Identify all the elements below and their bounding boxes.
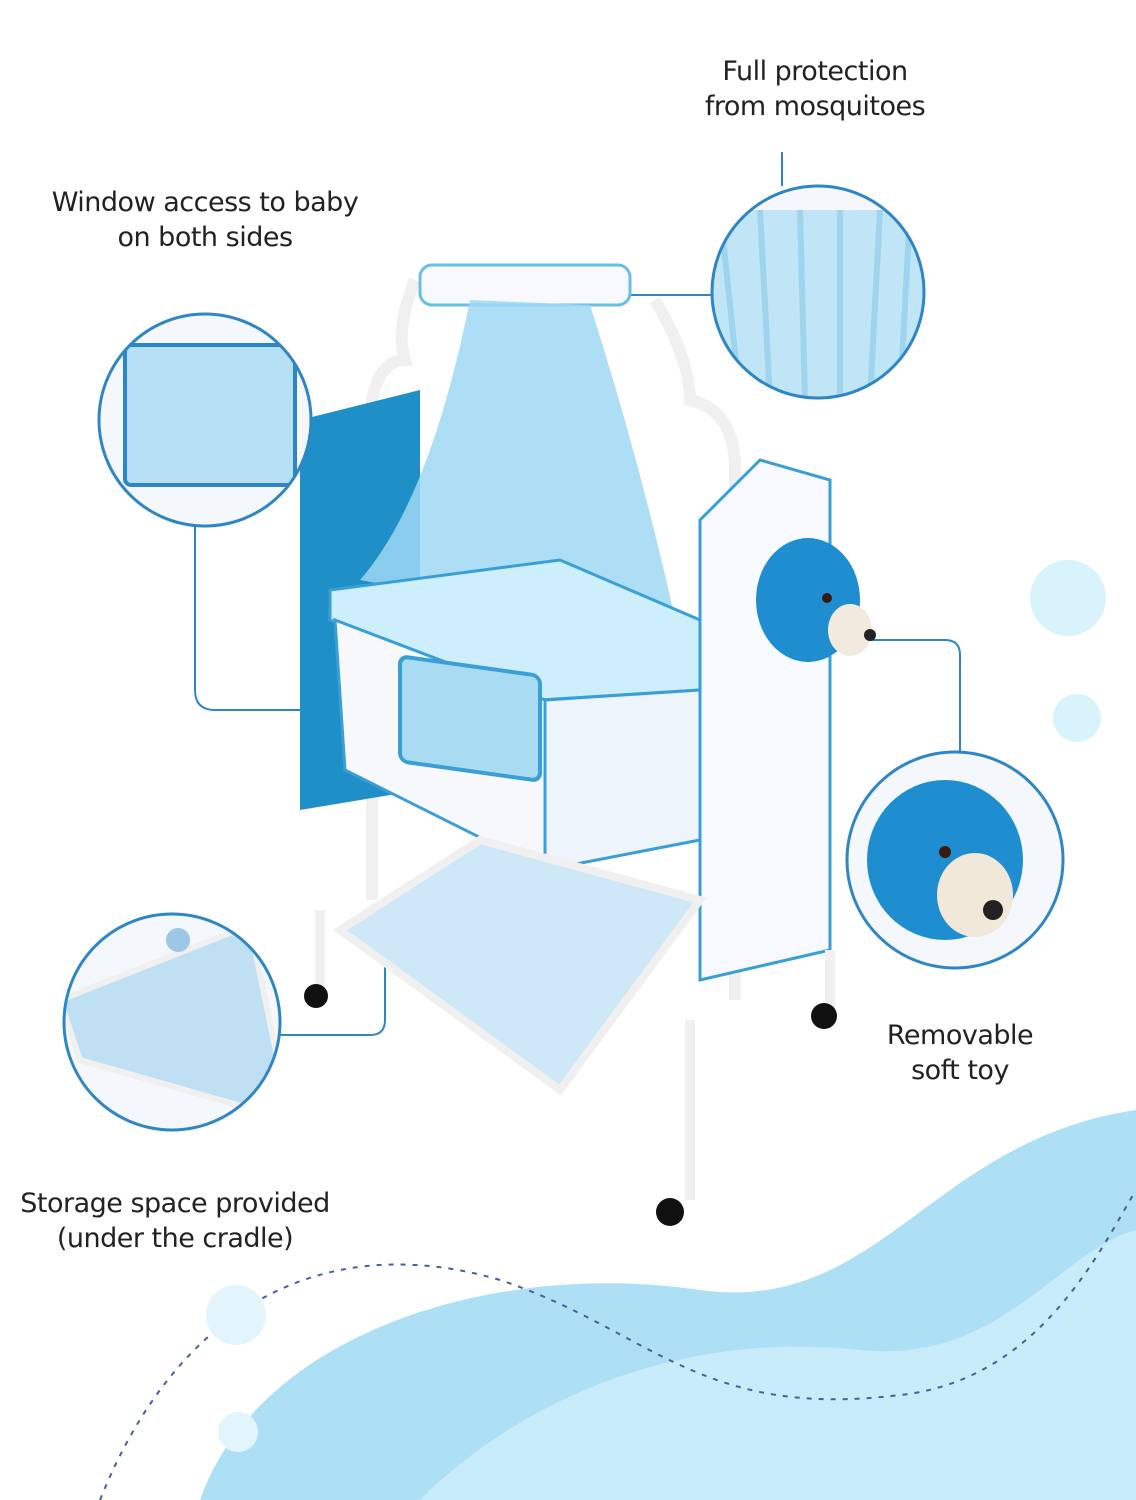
label-line: Removable — [886, 1020, 1034, 1051]
feature-label-storage: Storage space provided (under the cradle… — [20, 1186, 330, 1256]
label-line: on both sides — [117, 222, 293, 253]
bubble — [218, 1412, 258, 1452]
label-line: Storage space provided — [20, 1188, 330, 1219]
wave-front — [420, 1230, 1136, 1500]
bubble — [206, 1285, 266, 1345]
bubble — [1053, 694, 1101, 742]
cradle-illustration — [300, 263, 876, 1226]
zoom-circle-window — [97, 312, 313, 528]
bubble — [1030, 560, 1106, 636]
label-line: Window access to baby — [51, 187, 359, 218]
label-line: from mosquitoes — [704, 91, 926, 122]
zoom-circle-storage — [62, 912, 282, 1132]
zoom-circle-mosquito-net — [710, 184, 926, 400]
label-line: Full protection — [722, 56, 908, 87]
feature-label-window: Window access to baby on both sides — [40, 185, 370, 255]
feature-label-mosquito: Full protection from mosquitoes — [690, 54, 940, 124]
feature-label-toy: Removable soft toy — [860, 1018, 1060, 1088]
zoom-circle-toy — [845, 750, 1065, 970]
label-line: (under the cradle) — [56, 1223, 294, 1254]
callout-lines — [194, 152, 961, 1036]
label-line: soft toy — [911, 1055, 1009, 1086]
dashed-curve — [99, 1189, 1136, 1500]
